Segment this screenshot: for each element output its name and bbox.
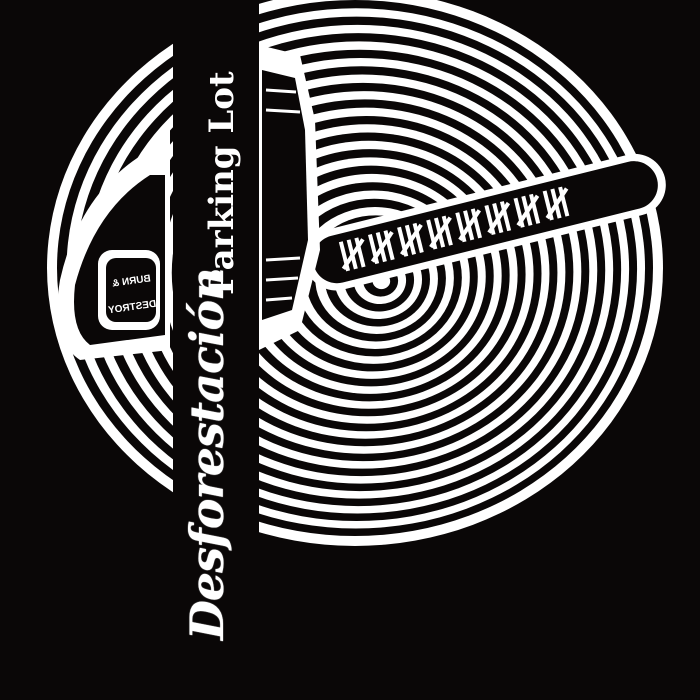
chainsaw-illustration [57, 45, 666, 360]
album-title: Parking Lot [202, 71, 242, 295]
band-name: Desforestación [180, 268, 234, 640]
title-band [173, 0, 259, 700]
